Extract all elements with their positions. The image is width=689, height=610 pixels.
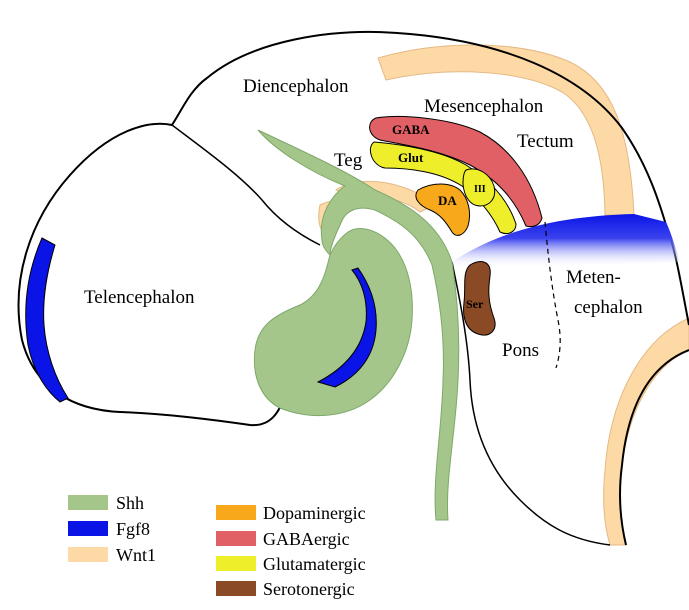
da-label: DA xyxy=(438,193,457,208)
metencephalon-label-line1: Meten- xyxy=(566,267,621,288)
pons-label: Pons xyxy=(502,340,539,361)
telencephalon-label: Telencephalon xyxy=(84,287,195,308)
legend-swatch-shh xyxy=(68,495,108,510)
legend-label-dopaminergic: Dopaminergic xyxy=(263,503,366,523)
legend: Shh Fgf8 Wnt1 Dopaminergic GABAergic Glu… xyxy=(68,493,366,599)
legend-label-fgf8: Fgf8 xyxy=(116,519,150,539)
metencephalon-label-line2: cephalon xyxy=(574,297,643,318)
legend-label-gabaergic: GABAergic xyxy=(263,529,350,549)
legend-label-shh: Shh xyxy=(116,493,144,513)
legend-label-glutamatergic: Glutamatergic xyxy=(263,554,366,574)
wnt1-hindbrain-band xyxy=(604,318,689,545)
shh-hypothalamus xyxy=(254,229,412,416)
legend-swatch-glutamatergic xyxy=(216,556,256,571)
fgf8-isthmus-gradient xyxy=(452,214,680,268)
legend-swatch-gabaergic xyxy=(216,531,256,546)
legend-swatch-fgf8 xyxy=(68,521,108,536)
iii-label: III xyxy=(474,184,486,195)
glut-label: Glut xyxy=(398,150,424,165)
fgf8-anterior-pole xyxy=(26,238,68,402)
tectum-label: Tectum xyxy=(517,131,574,152)
legend-label-serotonergic: Serotonergic xyxy=(263,579,355,599)
legend-swatch-dopaminergic xyxy=(216,505,256,520)
mesencephalon-label: Mesencephalon xyxy=(424,96,544,117)
telencephalon-contour xyxy=(172,125,320,245)
legend-swatch-wnt1 xyxy=(68,547,108,562)
ser-label: Ser xyxy=(466,297,484,311)
teg-label: Teg xyxy=(334,150,363,171)
legend-swatch-serotonergic xyxy=(216,581,256,596)
legend-label-wnt1: Wnt1 xyxy=(116,545,156,565)
gaba-label: GABA xyxy=(392,122,430,137)
diencephalon-label: Diencephalon xyxy=(243,76,349,97)
